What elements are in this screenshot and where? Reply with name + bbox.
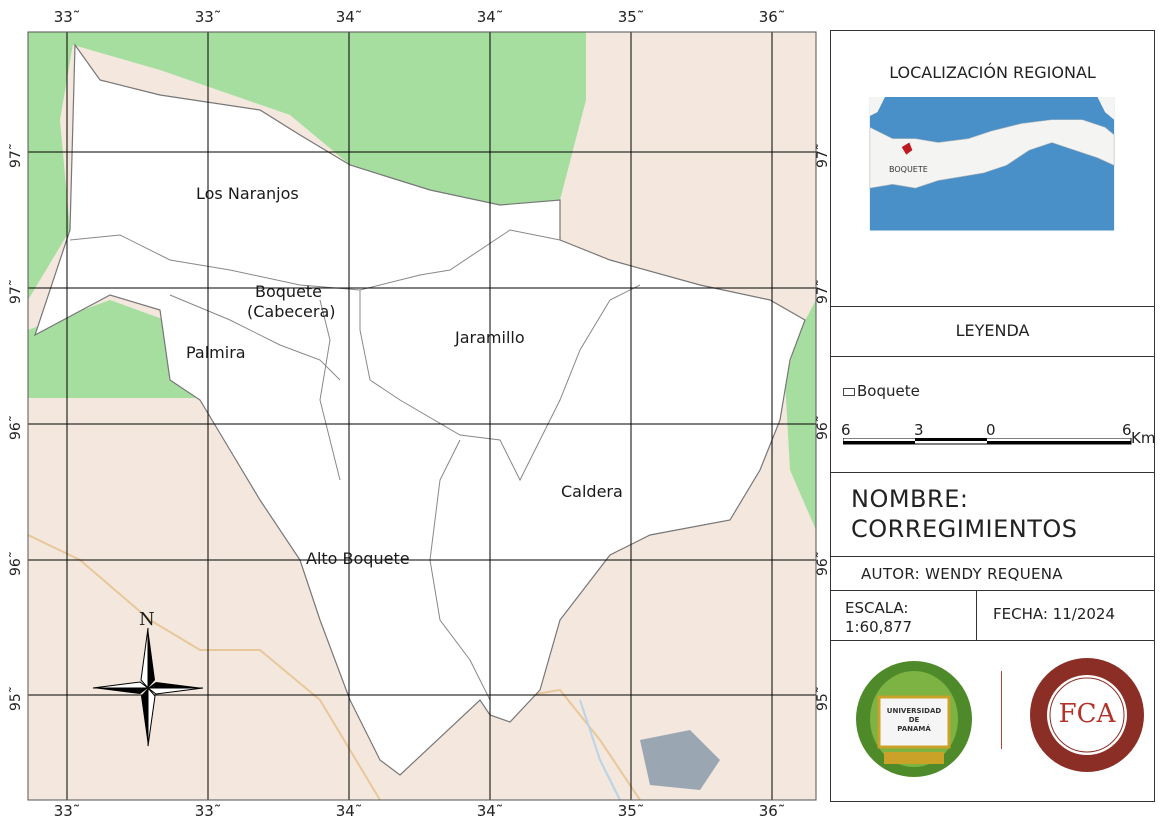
scale-number: 0: [986, 421, 996, 439]
place-label-palmira: Palmira: [186, 343, 246, 362]
legend-title-cell: LEYENDA: [831, 307, 1154, 357]
top-tick-label: 36˜: [758, 8, 786, 26]
regional-marker-label: BOQUETE: [889, 165, 928, 174]
scale-unit: Km: [1131, 429, 1156, 447]
left-tick-label: 95˜: [8, 686, 24, 711]
scale-bar: [843, 438, 1132, 445]
forest-area-west: [28, 32, 75, 300]
bottom-tick-label: 33˜: [53, 802, 81, 820]
logo-divider: [1001, 671, 1002, 749]
cell-divider: [976, 591, 977, 641]
forest-area-north: [28, 32, 586, 205]
top-tick-label: 33˜: [53, 8, 81, 26]
boundary-line: [359, 284, 641, 482]
logo-line: UNIVERSIDAD: [886, 707, 942, 715]
boquete-marker: [901, 142, 913, 155]
place-label-jaramillo: Jaramillo: [455, 328, 525, 347]
place-label-caldera: Caldera: [561, 482, 623, 501]
place-label-los-naranjos: Los Naranjos: [196, 184, 299, 203]
scale-value: 1:60,877: [845, 618, 913, 636]
scale-date-cell: ESCALA: 1:60,877 FECHA: 11/2024: [831, 591, 1154, 641]
lake: [640, 730, 720, 790]
map-name-value: CORREGIMIENTOS: [851, 515, 1078, 543]
bottom-tick-label: 34˜: [335, 802, 363, 820]
bottom-tick-label: 33˜: [194, 802, 222, 820]
faculty-initials: FCA: [1058, 699, 1116, 729]
district-boquete: [33, 43, 806, 776]
scale-number: 6: [841, 421, 851, 439]
left-tick-label: 96˜: [8, 551, 24, 576]
scale-text: ESCALA: 1:60,877: [845, 599, 912, 637]
boundary-line: [169, 294, 341, 381]
regional-location-cell: LOCALIZACIÓN REGIONAL BOQUETE: [831, 31, 1154, 307]
right-tick-label: 96˜: [815, 415, 831, 440]
legend-title: LEYENDA: [955, 321, 1030, 340]
date-text: FECHA: 11/2024: [993, 605, 1115, 623]
place-label-boquete: Boquete: [255, 282, 323, 301]
scale-number: 6: [1122, 421, 1132, 439]
map-frame: [27, 31, 817, 801]
map-legend-panel: LOCALIZACIÓN REGIONAL BOQUETE LEYENDA Bo…: [830, 30, 1155, 802]
university-logo-text: UNIVERSIDAD DE PANAMÁ: [879, 707, 949, 734]
scale-label: ESCALA:: [845, 599, 909, 617]
author-text: AUTOR: WENDY REQUENA: [861, 565, 1063, 583]
top-tick-label: 35˜: [617, 8, 645, 26]
boundary-line: [429, 439, 491, 701]
scale-number: 3: [914, 421, 924, 439]
forest-area-east: [785, 300, 816, 530]
forest-area-southwest: [28, 300, 200, 398]
place-label-alto-boquete: Alto Boquete: [306, 549, 410, 568]
right-tick-label: 96˜: [815, 551, 831, 576]
bottom-tick-label: 34˜: [476, 802, 504, 820]
regional-location-title: LOCALIZACIÓN REGIONAL: [889, 63, 1096, 82]
university-seal-icon: [856, 661, 972, 777]
right-tick-label: 97˜: [815, 143, 831, 168]
legend-swatch-icon: [843, 387, 855, 396]
river: [579, 699, 621, 801]
university-logo: UNIVERSIDAD DE PANAMÁ: [849, 657, 979, 781]
author-cell: AUTOR: WENDY REQUENA: [831, 557, 1154, 591]
legend-cell: Boquete 6 3 0 6 Km: [831, 357, 1156, 473]
coordinate-grid: [28, 32, 816, 800]
logo-line: DE: [908, 716, 920, 724]
faculty-seal-icon: [1030, 658, 1144, 772]
right-tick-label: 95˜: [815, 686, 831, 711]
top-tick-label: 33˜: [194, 8, 222, 26]
regional-location-map: [869, 97, 1115, 231]
bottom-tick-label: 35˜: [617, 802, 645, 820]
left-tick-label: 97˜: [8, 143, 24, 168]
bottom-tick-label: 36˜: [758, 802, 786, 820]
logos-cell: UNIVERSIDAD DE PANAMÁ FCA: [831, 641, 1154, 801]
top-tick-label: 34˜: [335, 8, 363, 26]
left-tick-label: 97˜: [8, 279, 24, 304]
logo-line: PANAMÁ: [897, 725, 931, 733]
left-tick-label: 96˜: [8, 415, 24, 440]
place-label-cabecera: (Cabecera): [247, 302, 336, 321]
north-label: N: [139, 609, 155, 630]
north-arrow-icon: [92, 627, 204, 747]
map-name-label: NOMBRE:: [851, 485, 969, 513]
title-cell: NOMBRE: CORREGIMIENTOS: [831, 473, 1154, 557]
legend-item: Boquete: [843, 382, 920, 400]
right-tick-label: 97˜: [815, 279, 831, 304]
boundary-line: [319, 299, 341, 481]
top-tick-label: 34˜: [476, 8, 504, 26]
legend-item-label: Boquete: [857, 382, 920, 400]
faculty-logo: FCA: [1027, 655, 1147, 775]
